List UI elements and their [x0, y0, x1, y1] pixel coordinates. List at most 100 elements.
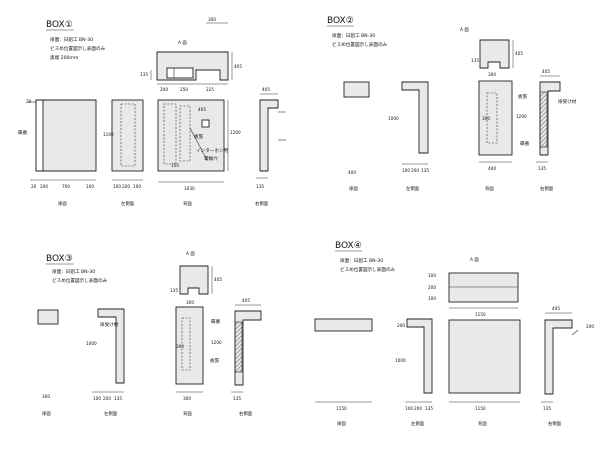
box2-side-profile — [401, 81, 429, 154]
box4-plan-label: A 面 — [470, 257, 479, 263]
box4-side-label: 左側面 — [411, 420, 425, 427]
box3-dim-135: 135 — [170, 288, 178, 293]
box2-dim-400: 400 — [348, 170, 356, 175]
box1-dim-150: 150 — [171, 163, 179, 168]
box3-dim-135c: 135 — [233, 396, 241, 401]
box3-dim-100: 100 — [93, 396, 101, 401]
box4-group: BOX④ 扉面：日鋁工 BN-30 ビスめ位置図示し表面のみ A 面 100 2… — [314, 241, 594, 427]
box2-dim-100: 100 — [402, 168, 410, 173]
box1-back-label: 背面 — [183, 200, 192, 207]
box2-label-sill: 扉受け材 — [558, 98, 577, 105]
box4-dim-100a: 100 — [428, 273, 436, 278]
box1-dim-200: 200 — [160, 87, 168, 92]
box2-back-shape — [478, 80, 513, 156]
box4-dim-100c: 100 — [405, 406, 413, 411]
box1-dim-135: 135 — [140, 72, 148, 77]
box3-side-label: 左側面 — [104, 410, 118, 417]
box4-title: BOX④ — [335, 241, 362, 251]
box1-right-profile — [259, 99, 279, 172]
box3-title: BOX③ — [46, 254, 73, 264]
box3-dim-405: 405 — [214, 277, 222, 282]
box4-right-profile — [544, 319, 573, 395]
box4-back-shape — [448, 319, 521, 394]
box2-label-hinge: 蝶番 — [520, 140, 530, 147]
box1-dim-405b: 405 — [198, 107, 206, 112]
box3-hinge-hatch — [234, 321, 243, 373]
box4-front-label: 扉面 — [337, 420, 346, 427]
box2-dim-135: 135 — [471, 58, 479, 63]
box1-dim-1200: 1200 — [230, 130, 241, 135]
box2-dim-300b: 300 — [482, 116, 490, 121]
box4-dim-1150a: 1150 — [475, 312, 486, 317]
box2-dim-135b: 135 — [421, 168, 429, 173]
box3-label-board: 板張 — [210, 357, 220, 364]
box2-front-label: 扉面 — [349, 185, 358, 192]
box1-dim-1030: 1030 — [184, 186, 195, 191]
box4-dim-200b: 200 — [397, 323, 405, 328]
box2-side-label: 左側面 — [406, 185, 420, 192]
box2-spec-material: 扉面：日鋁工 BN-30 — [332, 32, 375, 39]
box3-plan-shape — [179, 265, 209, 295]
box2-plan-label: A 面 — [460, 27, 469, 33]
box1-dim-405c: 405 — [262, 87, 270, 92]
box2-dim-1000: 1000 — [388, 116, 399, 121]
box2-dim-405: 405 — [515, 51, 523, 56]
box1-dim-250: 250 — [180, 87, 188, 92]
box3-dim-1200: 1200 — [211, 340, 222, 345]
box2-dim-300: 300 — [488, 72, 496, 77]
box1-spec-note: ビスめ位置図示し表面のみ — [50, 45, 106, 52]
box3-back-label: 背面 — [183, 410, 192, 417]
box3-dim-200: 200 — [103, 396, 111, 401]
box2-hinge-hatch — [539, 91, 548, 148]
box4-dim-1000: 1000 — [395, 358, 406, 363]
box2-back-label: 背面 — [485, 185, 494, 192]
box1-dim-1100: 1100 — [103, 132, 114, 137]
box4-dim-1150b: 1150 — [336, 406, 347, 411]
box2-group: BOX② 扉面：日鋁工 BN-30 ビスめ位置図示し表面のみ A 面 405 3… — [327, 16, 577, 192]
box4-dim-100b: 100 — [428, 296, 436, 301]
box1-dim-20: 20 — [26, 99, 32, 104]
box3-back-shape — [175, 306, 204, 385]
box1-title: BOX① — [46, 20, 73, 30]
box1-front-label: 扉面 — [58, 200, 67, 207]
box2-title: BOX② — [327, 16, 354, 26]
box3-dim-300d: 300 — [183, 396, 191, 401]
box1-dim-20b: 20 — [31, 184, 37, 189]
box4-dim-135b: 135 — [543, 406, 551, 411]
box1-side-shape — [111, 99, 144, 172]
box3-dim-135b: 135 — [114, 396, 122, 401]
box3-side-profile — [97, 308, 125, 384]
box1-dim-200b: 200 — [40, 184, 48, 189]
box3-dim-300c: 300 — [176, 344, 184, 349]
box4-dim-405: 405 — [552, 306, 560, 311]
box3-dim-300: 300 — [186, 300, 194, 305]
box1-label-hinge: 蝶番 — [18, 129, 28, 136]
box4-side-profile — [406, 318, 433, 394]
box2-dim-135c: 135 — [538, 166, 546, 171]
box1-dim-100b: 100 — [113, 184, 121, 189]
box1-front-shape — [35, 99, 97, 172]
box1-label-hole: 電線穴 — [204, 155, 218, 162]
box3-spec-note: ビスめ位置図示し表面のみ — [52, 277, 108, 284]
box1-intercom-box — [201, 119, 210, 128]
box3-label-sill: 扉受け材 — [100, 321, 119, 328]
box1-dim-700: 700 — [62, 184, 70, 189]
box1-dim-100c: 100 — [133, 184, 141, 189]
box2-plan-shape — [479, 39, 510, 69]
box1-label-intercom: インターホン用 — [196, 147, 229, 154]
box2-label-board: 板張 — [518, 93, 528, 100]
box2-dim-400b: 400 — [488, 166, 496, 171]
box1-side-label: 左側面 — [121, 200, 135, 207]
box1-dim-405: 405 — [234, 64, 242, 69]
box1-dim-225: 225 — [206, 87, 214, 92]
box4-dim-135a: 135 — [425, 406, 433, 411]
box2-dim-200: 200 — [411, 168, 419, 173]
box1-spec-extra: 奥端 200mm — [50, 54, 79, 61]
box4-dim-200d: 200 — [586, 324, 594, 329]
box1-right-label: 右側面 — [255, 200, 269, 207]
box4-spec-material: 扉面：日鋁工 BN-30 — [340, 257, 383, 264]
box3-group: BOX③ 扉面：日鋁工 BN-30 ビスめ位置図示し表面のみ A 面 405 3… — [37, 251, 262, 417]
box1-spec-material: 扉面：日鋁工 BN-30 — [50, 36, 93, 43]
box2-dim-1200: 1200 — [516, 114, 527, 119]
